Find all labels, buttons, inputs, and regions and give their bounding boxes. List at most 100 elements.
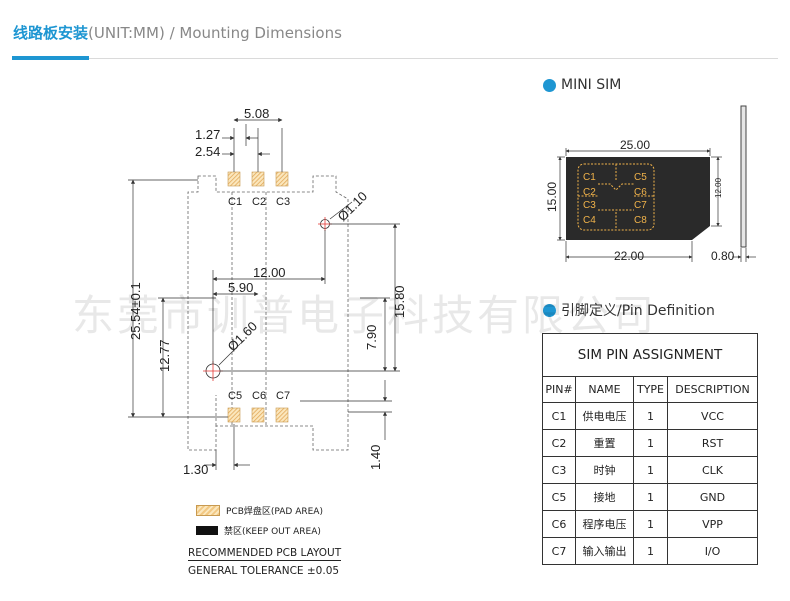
pitch-dimensions <box>222 117 283 172</box>
table-cell: 输入输出 <box>575 537 634 565</box>
table-row: C6 程序电压 1 VPP <box>542 510 758 538</box>
bullet-icon <box>543 303 556 317</box>
pads-bottom <box>227 407 289 423</box>
table-cell: C3 <box>542 456 576 484</box>
dim-height-right: 15.80 <box>392 285 407 318</box>
tolerance-note: GENERAL TOLERANCE ±0.05 <box>188 565 340 577</box>
table-cell: CLK <box>667 456 758 484</box>
table-cell: 重置 <box>575 429 634 457</box>
pad-label: C6 <box>252 390 266 402</box>
table-row: C3 时钟 1 CLK <box>542 456 758 484</box>
sim-contact-label: C2 <box>583 187 596 198</box>
sim-dim-width: 25.00 <box>620 138 650 152</box>
pad-label: C7 <box>276 390 290 402</box>
header-title-cn: 线路板安装 <box>13 24 89 42</box>
card-outline <box>187 175 349 451</box>
table-cell: C1 <box>542 402 576 430</box>
mini-sim-heading: MINI SIM <box>543 77 621 93</box>
keep-out-swatch <box>196 526 218 535</box>
sim-contact-label: C1 <box>583 172 596 183</box>
hole-small <box>318 201 353 231</box>
sim-contact-label: C6 <box>634 187 647 198</box>
sim-contact-label: C4 <box>583 215 596 226</box>
header-accent-bar <box>12 56 89 60</box>
pin-definition-title: 引脚定义/Pin Definition <box>561 303 715 319</box>
table-row: C2 重置 1 RST <box>542 429 758 457</box>
table-header: TYPE <box>633 376 668 403</box>
sim-contact-label: C8 <box>634 215 647 226</box>
mini-sim-title: MINI SIM <box>561 77 622 93</box>
dim-hole-offset-x: 5.90 <box>228 280 253 295</box>
legend-keep-out: 禁区(KEEP OUT AREA) <box>196 524 321 537</box>
sim-dim-chip-height: 12.00 <box>714 177 723 198</box>
table-cell: 程序电压 <box>575 510 634 538</box>
table-cell: 1 <box>633 510 668 538</box>
table-cell: C5 <box>542 483 576 511</box>
pad-area-swatch <box>196 505 220 516</box>
layout-note: RECOMMENDED PCB LAYOUT <box>188 547 342 561</box>
right-dimensions <box>220 223 400 440</box>
table-cell: 时钟 <box>575 456 634 484</box>
height-dimensions <box>128 179 228 418</box>
table-cell: VPP <box>667 510 758 538</box>
pad-label: C2 <box>252 196 266 208</box>
bottom-offset-dimension <box>204 424 250 470</box>
dim-height-right-lower: 7.90 <box>364 325 379 350</box>
dim-hole-spacing: 12.00 <box>253 265 286 280</box>
watermark-text: 东莞市训普电子科技有限公司 <box>72 291 658 340</box>
table-cell: GND <box>667 483 758 511</box>
table-cell: 1 <box>633 537 668 565</box>
pin-assignment-table: SIM PIN ASSIGNMENT PIN# NAME TYPE DESCRI… <box>542 333 758 565</box>
pin-definition-heading: 引脚定义/Pin Definition <box>543 300 715 320</box>
hole-dimensions <box>212 230 326 364</box>
page-header: 线路板安装(UNIT:MM) / Mounting Dimensions <box>13 22 342 43</box>
dim-height-total: 25.54±0.1 <box>128 282 143 340</box>
table-cell: 接地 <box>575 483 634 511</box>
mini-sim-side-view <box>740 105 747 248</box>
bullet-icon <box>543 78 556 92</box>
legend-pad-area: PCB焊盘区(PAD AREA) <box>196 504 323 517</box>
dim-pitch: 2.54 <box>195 144 220 159</box>
table-cell: C6 <box>542 510 576 538</box>
table-cell: RST <box>667 429 758 457</box>
table-cell: 1 <box>633 456 668 484</box>
sim-dim-chip-width: 22.00 <box>614 249 644 263</box>
pad-label: C1 <box>228 196 242 208</box>
pad-c7 <box>275 407 289 423</box>
table-header: DESCRIPTION <box>667 376 758 403</box>
dim-pitch-total: 5.08 <box>244 106 269 121</box>
dim-height-lower: 12.77 <box>157 339 172 372</box>
table-cell: 1 <box>633 429 668 457</box>
legend-keep-out-label: 禁区(KEEP OUT AREA) <box>224 527 321 537</box>
sim-contact-label: C3 <box>583 200 596 211</box>
sim-contact-label: C5 <box>634 172 647 183</box>
sim-contact-label: C7 <box>634 200 647 211</box>
pad-label: C5 <box>228 390 242 402</box>
table-header: PIN# <box>542 376 576 403</box>
table-row: C1 供电电压 1 VCC <box>542 402 758 430</box>
pad-label: C3 <box>276 196 290 208</box>
table-cell: C7 <box>542 537 576 565</box>
table-row: C5 接地 1 GND <box>542 483 758 511</box>
table-cell: 1 <box>633 483 668 511</box>
dim-bottom-offset-x: 1.30 <box>183 462 208 477</box>
mini-sim-contacts <box>577 163 655 231</box>
header-title-en: (UNIT:MM) / Mounting Dimensions <box>88 24 342 42</box>
dim-bottom-offset-y: 1.40 <box>368 445 383 470</box>
legend-pad-area-label: PCB焊盘区(PAD AREA) <box>226 507 323 517</box>
table-title: SIM PIN ASSIGNMENT <box>542 333 758 377</box>
table-cell: I/O <box>667 537 758 565</box>
table-cell: C2 <box>542 429 576 457</box>
pad-c6 <box>251 407 265 423</box>
table-header: NAME <box>575 376 634 403</box>
table-cell: 供电电压 <box>575 402 634 430</box>
table-row: C7 输入输出 1 I/O <box>542 537 758 565</box>
sim-dim-thickness: 0.80 <box>711 249 735 263</box>
pad-c5 <box>227 407 241 423</box>
header-divider <box>12 58 778 59</box>
dim-pitch-half: 1.27 <box>195 127 220 142</box>
table-cell: 1 <box>633 402 668 430</box>
table-cell: VCC <box>667 402 758 430</box>
